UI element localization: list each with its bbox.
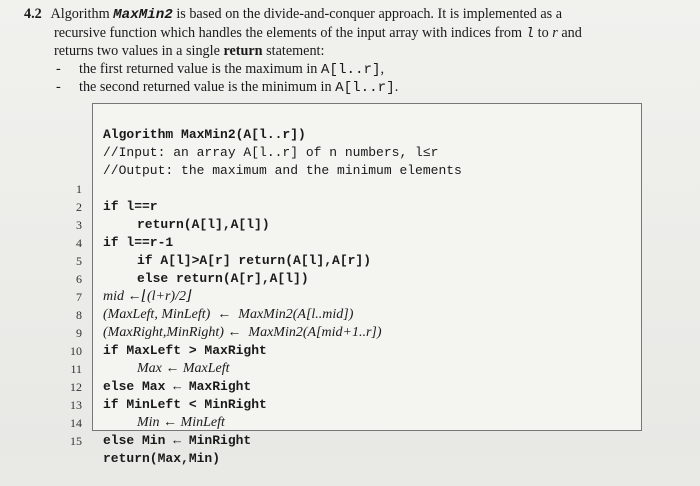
line-text: return(A[l],A[l]) [137,217,270,232]
line-number: 14 [70,416,82,430]
comment-output: //Output: the maximum and the minimum el… [0,144,462,178]
question-text: 4.2 Algorithm MaxMin2 is based on the di… [24,6,674,98]
code-line: 15 return(Max,Min) [0,414,220,466]
line-number: 5 [76,254,82,268]
line-text: if A[l]>A[r] return(A[l],A[r]) [137,253,372,268]
line-number: 13 [70,398,82,412]
code-line: 10 Max ← MaxLeft [0,324,230,376]
code-line: 12 if MinLeft < MinRight [0,360,267,412]
line-text: else Min ← MinRight [103,433,252,448]
text-span: and [561,24,582,41]
algorithm-box [92,103,642,431]
code-span: A[l..r] [335,80,395,96]
code-line: 8 (MaxRight,MinRight) ← MaxMin2(A[mid+1.… [0,288,382,340]
code-line: 7 (MaxLeft, MinLeft) ← MaxMin2(A[l..mid]… [0,270,353,322]
question-line-3: returns two values in a single return st… [24,43,674,61]
line-text: else Max ← MaxRight [103,379,252,394]
text-span: to [537,24,549,41]
return-keyword: return [223,43,263,59]
bullet-item-2: the second returned value is the minimum… [24,79,674,98]
line-text: if l==r-1 [103,235,174,250]
line-text: else return(A[r],A[l]) [137,271,309,286]
line-number: 6 [76,272,82,286]
line-number: 11 [70,362,82,376]
code-line: 11 else Max ← MaxRight [0,342,251,394]
line-number: 1 [76,182,82,196]
code-line: 13 Min ← MinLeft [0,378,225,430]
line-text: (MaxRight,MinRight) ← MaxMin2(A[mid+1..r… [103,325,382,340]
comment-text: //Input: an array A[l..r] of n numbers, … [103,145,439,160]
text-span: the second returned value is the minimum… [79,79,332,95]
header-text: Algorithm MaxMin2(A[l..r]) [103,127,306,142]
line-number: 4 [76,236,82,250]
text-span: , [380,60,385,77]
text-span: . [394,79,399,95]
line-number: 10 [70,344,82,358]
line-text: if MaxLeft > MaxRight [103,343,267,358]
question-line-2: recursive function which handles the ele… [24,25,674,44]
code-line: 4 if A[l]>A[r] return(A[l],A[r]) [0,216,371,268]
line-number: 9 [76,326,82,340]
code-line: 9 if MaxLeft > MaxRight [0,306,267,358]
line-number: 8 [76,308,82,322]
text-span: returns two values in a single [54,43,220,59]
line-number: 7 [76,290,82,304]
line-text: if l==r [103,199,158,214]
comment-text: //Output: the maximum and the minimum el… [103,163,462,178]
var-l: l [525,25,535,42]
code-line: 6 mid ←⌊(l+r)/2⌋ [0,252,191,304]
var-r: r [552,24,558,41]
line-text: (MaxLeft, MinLeft) ← MaxMin2(A[l..mid]) [103,307,354,322]
text-span: the first returned value is the maximum … [79,60,318,77]
line-text: return(Max,Min) [103,451,221,466]
code-line: 2 return(A[l],A[l]) [0,180,270,232]
algorithm-header: Algorithm MaxMin2(A[l..r]) [0,108,306,142]
line-number: 12 [70,380,82,394]
text-span: Algorithm [50,6,110,22]
text-span: is based on the divide-and-conquer appro… [176,6,563,22]
code-line: 5 else return(A[r],A[l]) [0,234,309,286]
text-span: statement: [266,43,325,59]
code-span: A[l..r] [320,61,381,78]
line-text: Max ← MaxLeft [137,361,230,376]
bullet-list: the first returned value is the maximum … [24,61,674,98]
code-line: 1 if l==r [0,162,158,214]
question-number: 4.2 [24,6,42,22]
bullet-item-1: the first returned value is the maximum … [24,61,674,80]
algorithm-name: MaxMin2 [113,7,173,23]
code-line: 14 else Min ← MinRight [0,396,251,448]
line-text: mid ←⌊(l+r)/2⌋ [103,289,192,304]
code-line: 3 if l==r-1 [0,198,173,250]
question-line-1: 4.2 Algorithm MaxMin2 is based on the di… [24,6,674,25]
document-page: 4.2 Algorithm MaxMin2 is based on the di… [0,0,700,455]
line-text: Min ← MinLeft [137,415,225,430]
line-number: 15 [70,434,82,448]
line-text: if MinLeft < MinRight [103,397,267,412]
line-number: 3 [76,218,82,232]
comment-input: //Input: an array A[l..r] of n numbers, … [0,126,438,160]
text-span: recursive function which handles the ele… [54,24,523,41]
line-number: 2 [76,200,82,214]
